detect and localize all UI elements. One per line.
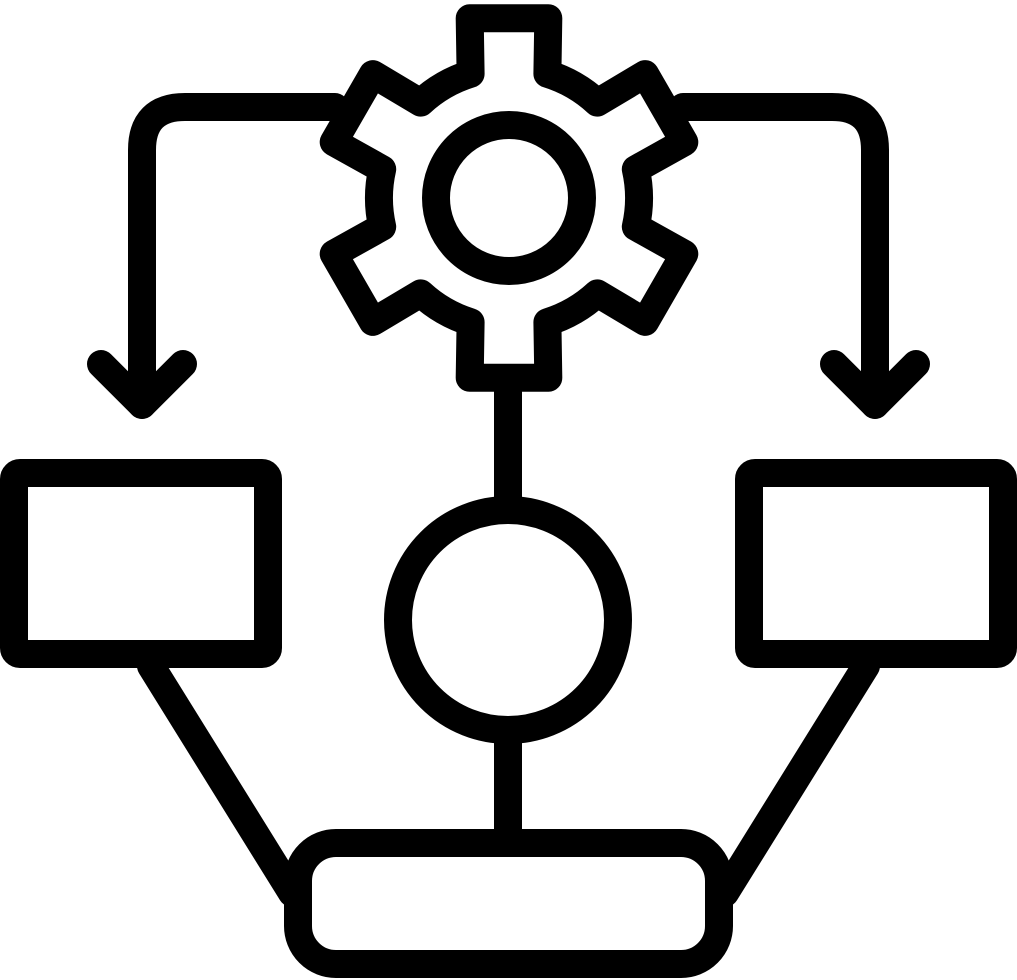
right-box bbox=[735, 459, 1017, 668]
left-arrow-head bbox=[87, 350, 197, 419]
right-arrow bbox=[669, 93, 930, 419]
center-circle bbox=[384, 496, 632, 744]
right-arrow-line bbox=[669, 93, 889, 419]
bottom-box bbox=[284, 829, 733, 978]
gear-hole bbox=[422, 111, 596, 285]
right-arrow-head bbox=[820, 350, 930, 419]
left-box bbox=[0, 459, 282, 668]
gear-outline bbox=[319, 4, 699, 392]
left-box-to-bottom-connector bbox=[137, 652, 306, 907]
left-arrow-line bbox=[128, 93, 349, 419]
left-arrow bbox=[87, 93, 349, 419]
right-box-to-bottom-connector bbox=[711, 652, 880, 907]
gear-icon bbox=[319, 4, 699, 392]
